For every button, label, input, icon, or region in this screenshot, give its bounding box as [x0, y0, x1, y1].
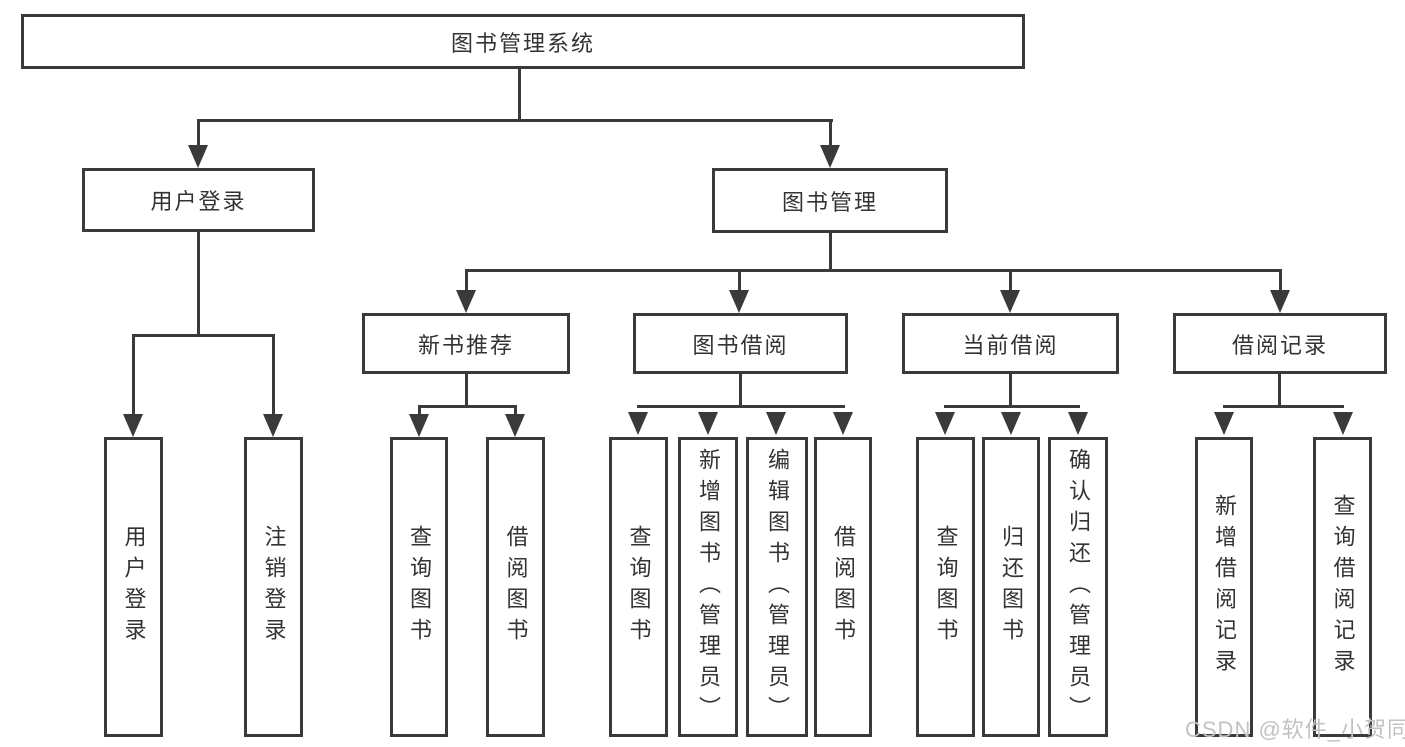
leaf-user-login: 用户登录	[104, 437, 163, 737]
arrow-down-icon	[505, 414, 525, 437]
leaf-edit-books-admin: 编辑图书（管理员）	[746, 437, 808, 737]
connector-line	[197, 232, 200, 337]
arrow-down-icon	[1068, 412, 1088, 435]
connector-line	[944, 405, 1080, 408]
node-borrow-records-label: 借阅记录	[1231, 332, 1328, 358]
leaf-query-books-recommend: 查询图书	[390, 437, 448, 737]
connector-line	[514, 405, 517, 415]
leaf-return-books-label: 归还图书	[999, 525, 1024, 649]
arrow-down-icon	[729, 290, 749, 313]
leaf-edit-books-admin-label: 编辑图书（管理员）	[765, 447, 790, 727]
connector-line	[418, 405, 517, 408]
node-user-login-label: 用户登录	[150, 189, 247, 214]
node-new-book-recommend: 新书推荐	[362, 313, 570, 374]
arrow-down-icon	[820, 145, 840, 168]
connector-line	[1009, 269, 1012, 292]
arrow-down-icon	[935, 412, 955, 435]
node-current-borrow: 当前借阅	[902, 313, 1119, 374]
connector-line	[738, 269, 741, 292]
connector-line	[637, 405, 845, 408]
leaf-confirm-return-admin: 确认归还（管理员）	[1048, 437, 1108, 737]
leaf-query-current-borrow-label: 查询图书	[933, 525, 959, 649]
arrow-down-icon	[188, 145, 208, 168]
leaf-add-books-admin-label: 新增图书（管理员）	[696, 447, 721, 727]
connector-line	[418, 405, 421, 415]
connector-line	[197, 119, 833, 122]
arrow-down-icon	[1000, 290, 1020, 313]
connector-line	[1223, 405, 1344, 408]
node-root-label: 图书管理系统	[450, 30, 595, 56]
leaf-user-login-label: 用户登录	[121, 525, 147, 649]
node-root-library-system: 图书管理系统	[21, 14, 1025, 69]
leaf-confirm-return-admin-label: 确认归还（管理员）	[1066, 447, 1091, 727]
leaf-logout: 注销登录	[244, 437, 303, 737]
leaf-query-borrow-record-label: 查询借阅记录	[1330, 494, 1356, 680]
node-new-book-recommend-label: 新书推荐	[417, 332, 514, 358]
node-book-borrow-label: 图书借阅	[692, 332, 789, 358]
node-book-borrow: 图书借阅	[633, 313, 848, 374]
arrow-down-icon	[1270, 290, 1290, 313]
node-current-borrow-label: 当前借阅	[962, 332, 1059, 358]
connector-line	[739, 374, 742, 408]
leaf-logout-label: 注销登录	[261, 525, 287, 649]
node-book-management-label: 图书管理	[781, 189, 878, 215]
connector-line	[1279, 269, 1282, 292]
leaf-query-books: 查询图书	[609, 437, 668, 737]
leaf-add-books-admin: 新增图书（管理员）	[678, 437, 738, 737]
leaf-query-current-borrow: 查询图书	[916, 437, 975, 737]
arrow-down-icon	[409, 414, 429, 437]
leaf-add-borrow-record: 新增借阅记录	[1195, 437, 1253, 737]
node-user-login: 用户登录	[82, 168, 315, 232]
leaf-query-books-recommend-label: 查询图书	[407, 525, 432, 649]
connector-line	[829, 119, 832, 147]
connector-line	[197, 119, 200, 147]
leaf-borrow-books-recommend: 借阅图书	[486, 437, 545, 737]
csdn-watermark: CSDN @软件_小贺同学	[1185, 717, 1405, 742]
connector-line	[465, 269, 1282, 272]
connector-line	[518, 69, 521, 122]
arrow-down-icon	[123, 414, 143, 437]
connector-line	[465, 374, 468, 408]
connector-line	[829, 233, 832, 272]
connector-line	[132, 334, 275, 337]
arrow-down-icon	[456, 290, 476, 313]
arrow-down-icon	[1001, 412, 1021, 435]
arrow-down-icon	[698, 412, 718, 435]
connector-line	[132, 334, 135, 414]
arrow-down-icon	[1214, 412, 1234, 435]
leaf-query-borrow-record: 查询借阅记录	[1313, 437, 1372, 737]
arrow-down-icon	[1333, 412, 1353, 435]
leaf-add-borrow-record-label: 新增借阅记录	[1212, 494, 1237, 680]
node-borrow-records: 借阅记录	[1173, 313, 1387, 374]
connector-line	[272, 334, 275, 414]
arrow-down-icon	[833, 412, 853, 435]
connector-line	[1278, 374, 1281, 408]
node-book-management: 图书管理	[712, 168, 948, 233]
leaf-borrow-books-label: 借阅图书	[831, 525, 856, 649]
leaf-borrow-books-recommend-label: 借阅图书	[503, 525, 529, 649]
connector-line	[465, 269, 468, 292]
leaf-borrow-books: 借阅图书	[814, 437, 872, 737]
connector-line	[1009, 374, 1012, 408]
arrow-down-icon	[628, 412, 648, 435]
leaf-query-books-label: 查询图书	[626, 525, 652, 649]
arrow-down-icon	[766, 412, 786, 435]
leaf-return-books: 归还图书	[982, 437, 1040, 737]
arrow-down-icon	[263, 414, 283, 437]
